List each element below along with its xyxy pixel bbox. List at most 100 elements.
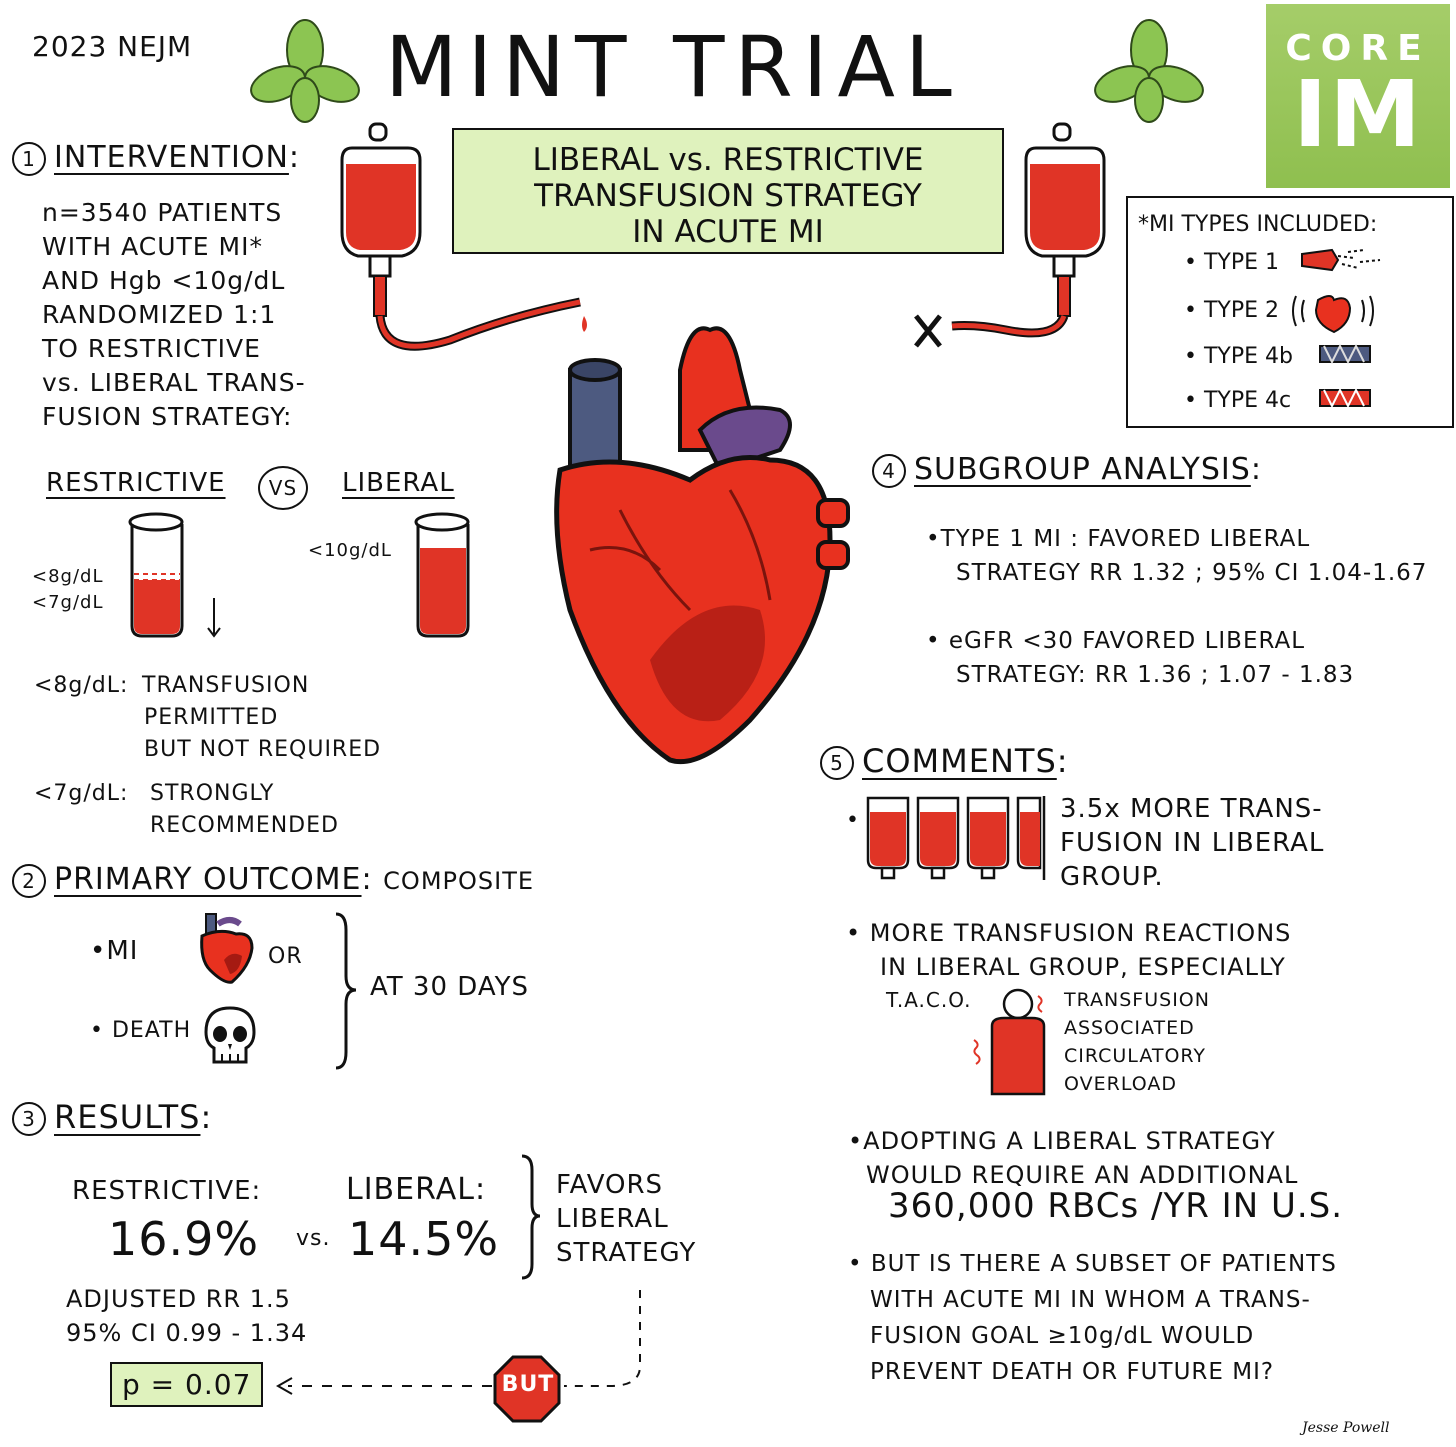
tube-mark-10: <10g/dL (308, 540, 392, 561)
section-number: 4 (872, 453, 906, 488)
threshold-7-line: STRONGLY (150, 781, 275, 806)
comment-line: WITH ACUTE MI IN WHOM A TRANS- (870, 1287, 1311, 1313)
taco-abbrev: T.A.C.O. (886, 988, 972, 1012)
comment-3: •ADOPTING A LIBERAL STRATEGY WOULD REQUI… (848, 1124, 1298, 1192)
favors-line: LIBERAL (556, 1204, 669, 1234)
outcome-death: • DEATH (90, 1018, 192, 1043)
section-number: 5 (820, 746, 854, 780)
page-title: MINT TRIAL (385, 18, 962, 116)
mint-leaf-icon (250, 19, 360, 123)
comment-line: PREVENT DEATH OR FUTURE MI? (870, 1359, 1275, 1385)
ruptured-plaque-icon (1301, 248, 1381, 272)
subgroup-line: STRATEGY RR 1.32 ; 95% CI 1.04-1.67 (956, 560, 1428, 586)
dashed-arrow (275, 1290, 641, 1395)
threshold-8-block: <8g/dL: TRANSFUSION PERMITTED BUT NOT RE… (34, 670, 381, 766)
taco-definition: TRANSFUSION ASSOCIATED CIRCULATORY OVERL… (1064, 986, 1210, 1098)
heart-icon (200, 913, 254, 984)
artist-signature: Jesse Powell (1302, 1420, 1390, 1436)
year-journal: 2023 NEJM (32, 30, 193, 63)
threshold-7-block: <7g/dL: STRONGLY RECOMMENDED (34, 778, 339, 842)
subgroup-line: STRATEGY: RR 1.36 ; 1.07 - 1.83 (956, 662, 1355, 688)
mi-type-1: • TYPE 1 (1184, 250, 1280, 275)
taco-line: OVERLOAD (1064, 1073, 1177, 1095)
threshold-7-label: <7g/dL: (34, 781, 129, 806)
blood-bag-icon (340, 122, 587, 351)
intervention-line: WITH ACUTE MI* (42, 232, 263, 261)
taco-line: CIRCULATORY (1064, 1045, 1206, 1067)
intervention-line: n=3540 PATIENTS (42, 198, 283, 227)
brace-icon (521, 1154, 541, 1280)
stop-sign-label: BUT (501, 1372, 555, 1397)
comment-line: FUSION GOAL ≥10g/dL WOULD (870, 1323, 1255, 1349)
section-heading-text: COMMENTS (862, 742, 1057, 780)
or-label: OR (268, 944, 303, 969)
favors-line: FAVORS (556, 1170, 664, 1200)
restrictive-label: RESTRICTIVE (46, 468, 226, 498)
restrictive-result-label: RESTRICTIVE: (72, 1176, 262, 1206)
blood-bag-icon (866, 796, 1046, 880)
adjusted-line: 95% CI 0.99 - 1.34 (66, 1319, 308, 1347)
blood-bag-icon (914, 122, 1106, 348)
heart-icon (554, 326, 850, 765)
comment-line: IN LIBERAL GROUP, ESPECIALLY (880, 953, 1286, 981)
section-number: 2 (12, 863, 46, 898)
brace-icon (335, 912, 357, 1070)
section-number: 3 (12, 1102, 46, 1136)
section-heading-text: INTERVENTION (54, 140, 289, 175)
liberal-result-value: 14.5% (348, 1212, 500, 1266)
logo-line-2: IM (1293, 61, 1423, 168)
logo-line-1: CORE (1285, 28, 1431, 69)
adjusted-line: ADJUSTED RR 1.5 (66, 1285, 291, 1313)
section-number: 1 (12, 141, 46, 176)
threshold-8-line: TRANSFUSION (142, 673, 310, 698)
subgroup-line: •TYPE 1 MI : FAVORED LIBERAL (926, 526, 1311, 552)
intervention-line: FUSION STRATEGY: (42, 402, 293, 431)
test-tube-icon (128, 512, 221, 638)
adjusted-rr: ADJUSTED RR 1.5 95% CI 0.99 - 1.34 (66, 1282, 307, 1350)
comment-line: WOULD REQUIRE AN ADDITIONAL (866, 1161, 1299, 1189)
subtitle-box: LIBERAL vs. RESTRICTIVE TRANSFUSION STRA… (452, 128, 1004, 254)
stop-sign-icon (493, 1355, 561, 1423)
comment-3-figure: 360,000 RBCs /YR IN U.S. (888, 1186, 1344, 1226)
threshold-8-line: BUT NOT REQUIRED (144, 737, 382, 762)
threshold-8-label: <8g/dL: (34, 673, 129, 698)
intervention-line: AND Hgb <10g/dL (42, 266, 286, 295)
comment-4: • BUT IS THERE A SUBSET OF PATIENTS WITH… (848, 1246, 1337, 1390)
section-heading-text: RESULTS (54, 1098, 201, 1136)
mi-type-4c: • TYPE 4c (1184, 388, 1292, 413)
subgroup-line: • eGFR <30 FAVORED LIBERAL (926, 628, 1306, 654)
comment-line: • BUT IS THERE A SUBSET OF PATIENTS (848, 1251, 1337, 1277)
subtitle-line: LIBERAL vs. RESTRICTIVE (532, 142, 924, 178)
restrictive-result-value: 16.9% (108, 1212, 260, 1266)
test-tube-icon (414, 512, 470, 638)
mi-types-box: *MI TYPES INCLUDED: • TYPE 1 • TYPE 2 • … (1126, 196, 1454, 428)
intervention-text: n=3540 PATIENTS WITH ACUTE MI* AND Hgb <… (42, 196, 306, 434)
tube-mark-7: <7g/dL (32, 592, 104, 613)
intervention-line: RANDOMIZED 1:1 (42, 300, 277, 329)
core-im-logo: CORE IM (1266, 4, 1450, 188)
mi-type-4b: • TYPE 4b (1184, 344, 1293, 369)
stent-icon (1319, 387, 1371, 409)
comment-line: • MORE TRANSFUSION REACTIONS (846, 919, 1292, 947)
vs-label: VS (258, 466, 308, 510)
section-heading-text: SUBGROUP ANALYSIS (914, 452, 1251, 487)
comment-1: 3.5x MORE TRANS- FUSION IN LIBERAL GROUP… (1060, 792, 1324, 894)
p-value-box: p = 0.07 (110, 1362, 264, 1407)
mi-types-header: *MI TYPES INCLUDED: (1138, 212, 1378, 237)
comment-line: 3.5x MORE TRANS- (1060, 794, 1323, 824)
section-heading-suffix: COMPOSITE (383, 867, 535, 895)
comment-line: GROUP. (1060, 862, 1164, 892)
liberal-label: LIBERAL (342, 468, 455, 498)
heart-icon (1292, 295, 1374, 334)
vs-label: vs. (296, 1226, 331, 1251)
bullet: • (846, 808, 859, 833)
favors-line: STRATEGY (556, 1238, 697, 1268)
liberal-result-label: LIBERAL: (346, 1172, 487, 1207)
timeframe: AT 30 DAYS (370, 972, 529, 1002)
tube-mark-8: <8g/dL (32, 566, 104, 587)
